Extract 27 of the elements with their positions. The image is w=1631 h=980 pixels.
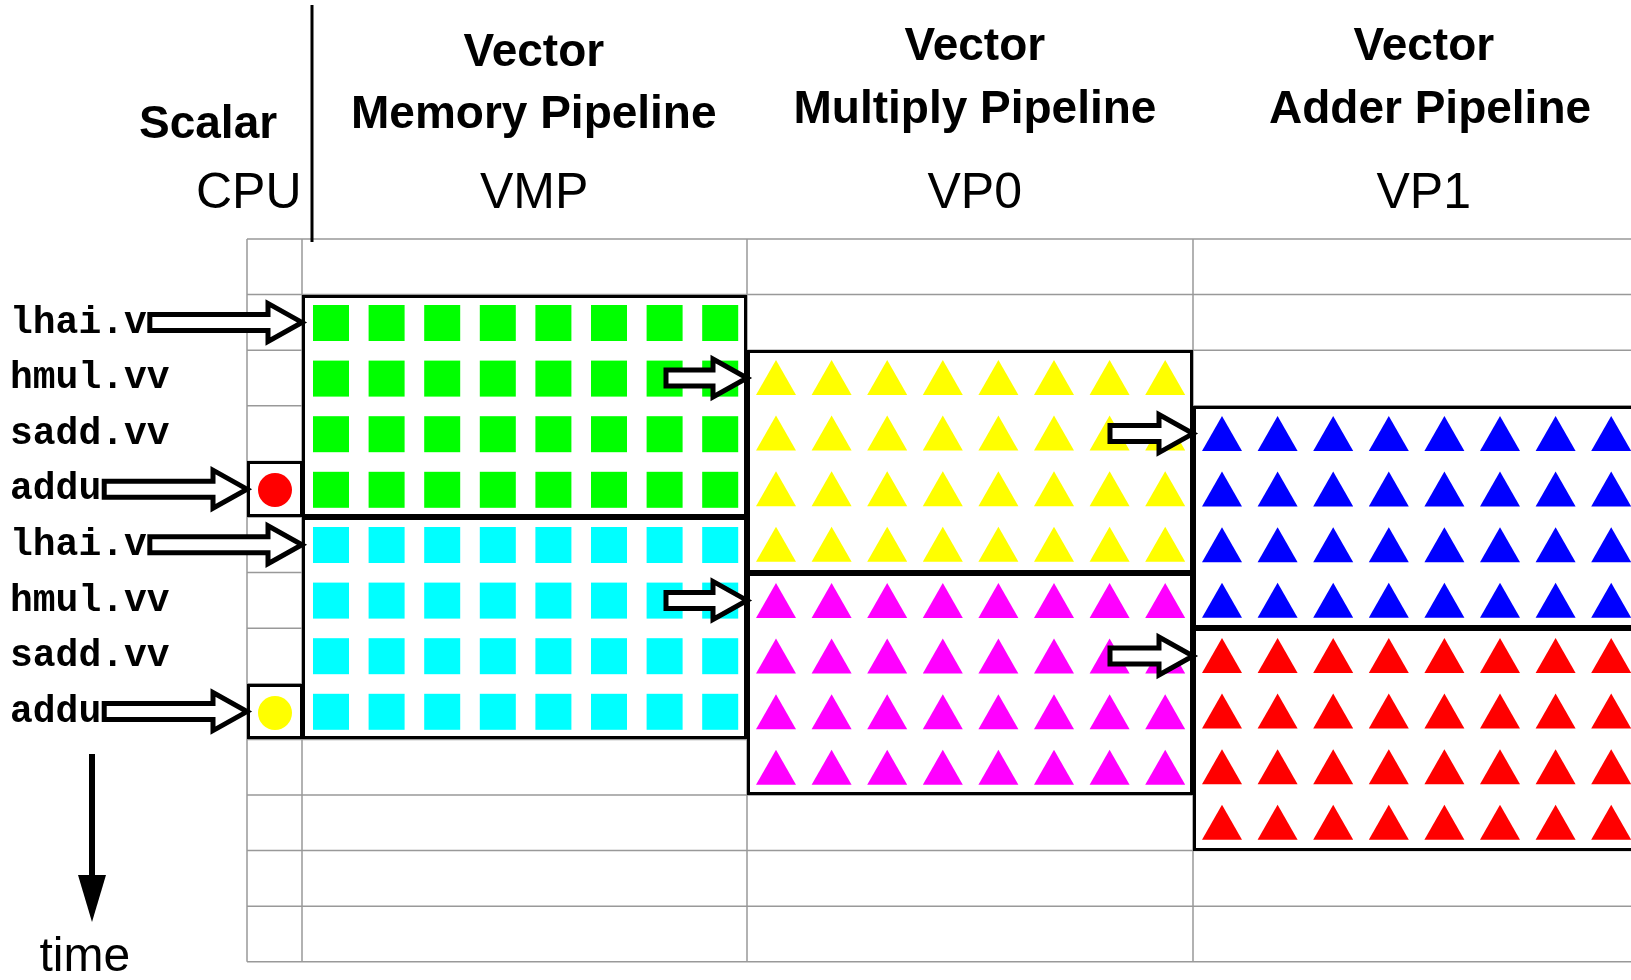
block-arrow — [663, 577, 753, 624]
cpu-cell — [247, 461, 303, 517]
cpu-cell — [247, 683, 303, 740]
instruction-label: sadd.vv — [10, 628, 170, 685]
instruction-label: addu — [10, 683, 102, 740]
instruction-label: addu — [10, 461, 102, 518]
unit-label: VP1 — [1376, 166, 1471, 216]
column-heading: Vector — [1353, 21, 1495, 67]
unit-label: CPU — [196, 166, 302, 216]
block-arrow — [101, 688, 253, 735]
time-label: time — [39, 931, 131, 979]
column-heading: Scalar — [139, 99, 278, 145]
unit-label: VMP — [480, 166, 589, 216]
block-arrow — [1107, 632, 1199, 680]
block-arrow — [663, 354, 753, 402]
block-arrow — [147, 299, 308, 346]
block-arrow — [1107, 410, 1199, 457]
instruction-label: lhai.v — [10, 294, 147, 351]
instruction-label: hmul.vv — [10, 572, 170, 629]
column-heading: Vector — [904, 21, 1046, 67]
instruction-label: sadd.vv — [10, 405, 170, 462]
block-arrow — [147, 521, 308, 569]
block-arrow — [101, 465, 253, 513]
instruction-label: hmul.vv — [10, 350, 170, 407]
column-heading: Vector — [463, 27, 605, 73]
unit-label: VP0 — [927, 166, 1022, 216]
instruction-label: lhai.v — [10, 517, 147, 573]
